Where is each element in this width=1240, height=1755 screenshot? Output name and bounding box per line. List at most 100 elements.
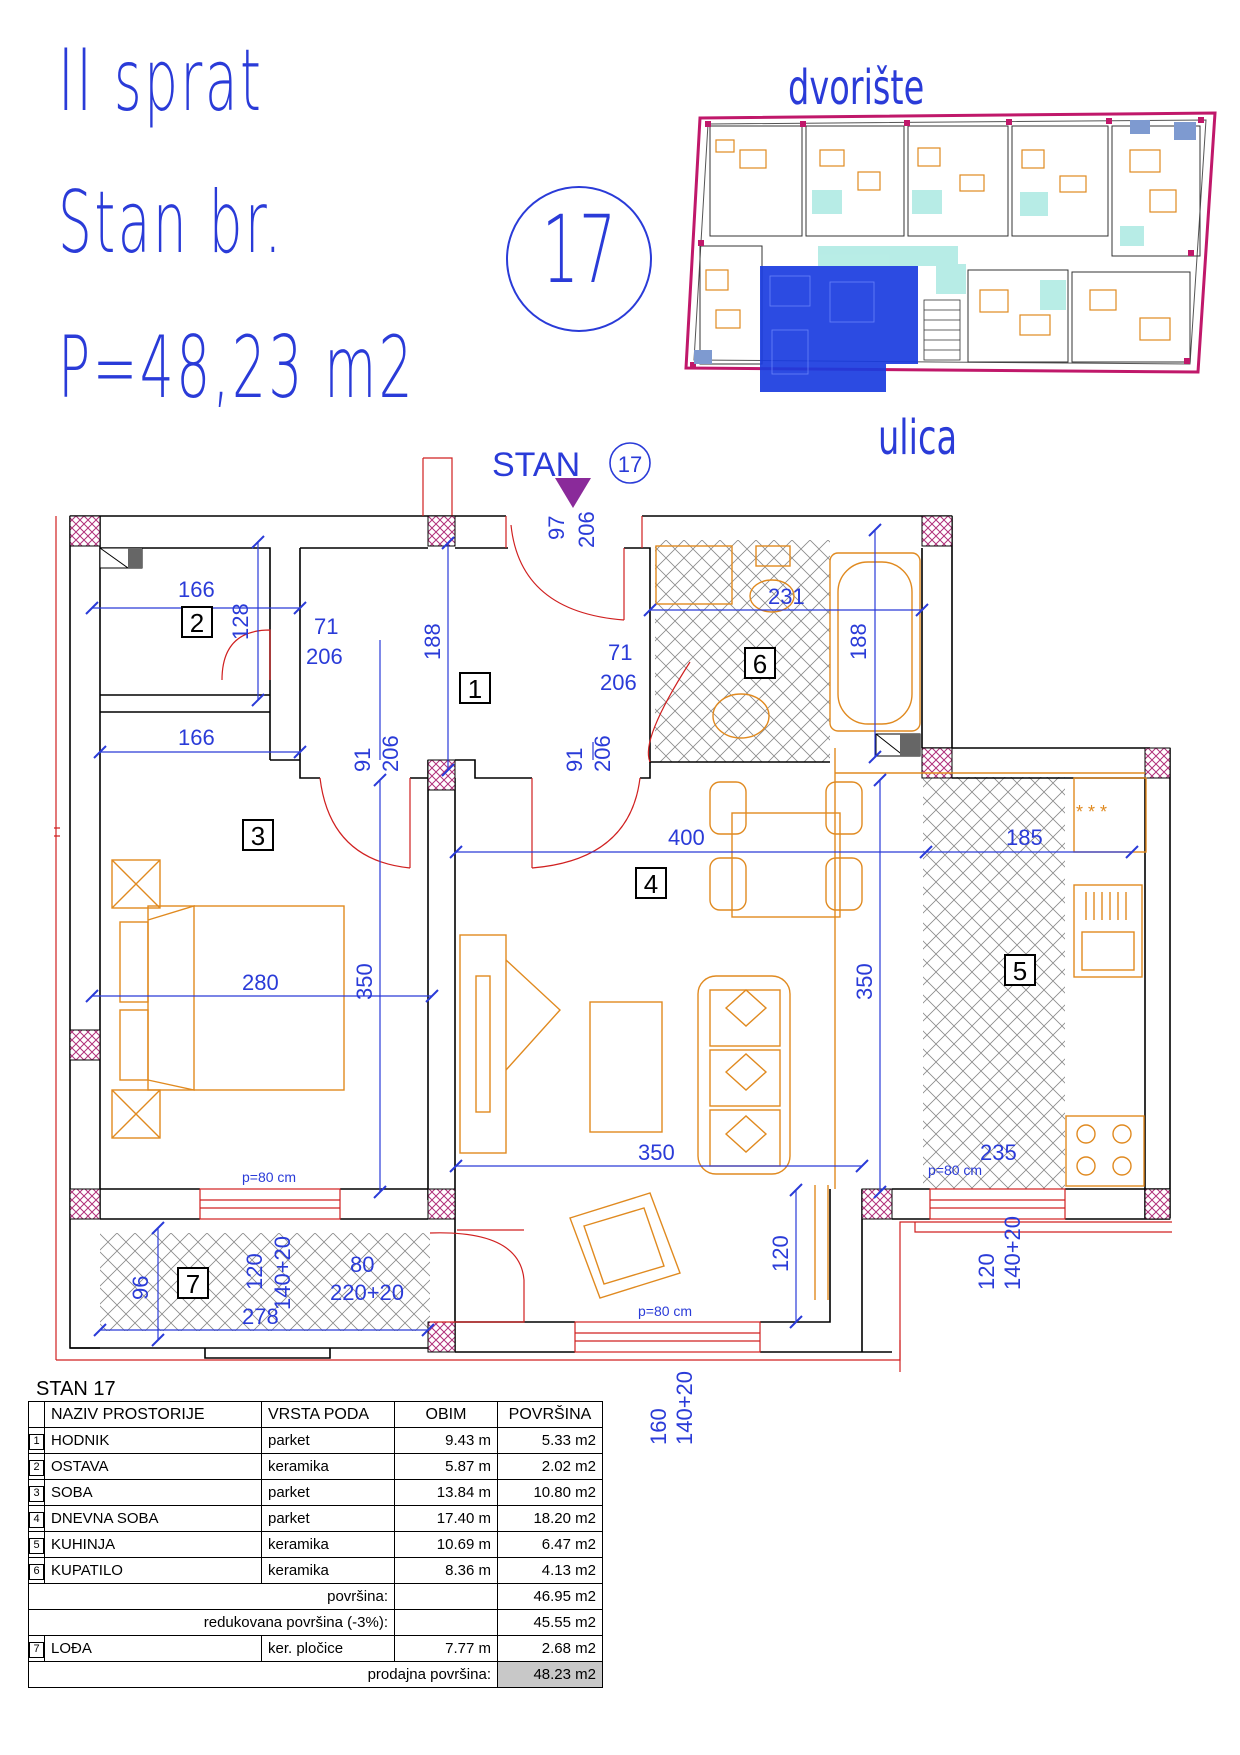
header-floor-type: VRSTA PODA bbox=[261, 1401, 395, 1428]
row-name: DNEVNA SOBA bbox=[44, 1505, 262, 1532]
stan-marker-number: 17 bbox=[618, 452, 642, 477]
room-1-number: 1 bbox=[468, 674, 482, 704]
sale-surface-row: prodajna površina: 48.23 m2 bbox=[28, 1661, 603, 1688]
dim-166b: 166 bbox=[178, 725, 215, 750]
row-number: 1 bbox=[29, 1434, 44, 1450]
dim-160: 160 bbox=[646, 1408, 671, 1445]
floor-title: II sprat bbox=[58, 31, 264, 131]
dim-188b: 188 bbox=[846, 623, 871, 660]
room-5-number: 5 bbox=[1013, 956, 1027, 986]
dim-71b: 71 bbox=[608, 640, 632, 665]
dim-120c: 120 bbox=[974, 1253, 999, 1290]
row-name: HODNIK bbox=[44, 1427, 262, 1454]
row-perimeter: 7.77 m bbox=[394, 1635, 498, 1662]
dim-350a: 350 bbox=[352, 963, 377, 1000]
row-name: LOĐA bbox=[44, 1635, 262, 1662]
dim-400: 400 bbox=[668, 825, 705, 850]
row-perimeter: 8.36 m bbox=[394, 1557, 498, 1584]
window-1-label: p=80 cm bbox=[242, 1169, 296, 1185]
dim-350c: 350 bbox=[638, 1140, 675, 1165]
stan-marker-label: STAN bbox=[492, 446, 580, 484]
sale-surface-label: prodajna površina: bbox=[28, 1661, 498, 1688]
table-row: 5 KUHINJA keramika 10.69 m 6.47 m2 bbox=[28, 1531, 603, 1558]
table-row: 4 DNEVNA SOBA parket 17.40 m 18.20 m2 bbox=[28, 1505, 603, 1532]
sale-surface-value: 48.23 m2 bbox=[497, 1661, 603, 1688]
dim-188a: 188 bbox=[420, 623, 445, 660]
row-floor: keramika bbox=[261, 1531, 395, 1558]
table-row: 3 SOBA parket 13.84 m 10.80 m2 bbox=[28, 1479, 603, 1506]
row-floor: parket bbox=[261, 1479, 395, 1506]
row-perimeter: 13.84 m bbox=[394, 1479, 498, 1506]
row-area: 10.80 m2 bbox=[497, 1479, 603, 1506]
room-3-number: 3 bbox=[251, 821, 265, 851]
dim-278: 278 bbox=[242, 1304, 279, 1329]
row-number: 5 bbox=[29, 1538, 44, 1554]
row-area: 18.20 m2 bbox=[497, 1505, 603, 1532]
loggia-tiles bbox=[100, 1233, 430, 1331]
window-2-label: p=80 cm bbox=[638, 1303, 692, 1319]
surface-value: 46.95 m2 bbox=[497, 1583, 603, 1610]
table-header-row: NAZIV PROSTORIJE VRSTA PODA OBIM POVRŠIN… bbox=[28, 1401, 603, 1428]
kitchen-tiles bbox=[923, 777, 1065, 1189]
apartment-plan: * * * bbox=[54, 442, 1172, 1445]
room-area-table: NAZIV PROSTORIJE VRSTA PODA OBIM POVRŠIN… bbox=[28, 1401, 603, 1688]
site-plan bbox=[684, 111, 1217, 392]
dim-206: 206 bbox=[574, 511, 599, 548]
dim-350b: 350 bbox=[852, 963, 877, 1000]
dim-140-20c: 140+20 bbox=[672, 1371, 697, 1445]
dim-166a: 166 bbox=[178, 577, 215, 602]
row-number: 4 bbox=[29, 1512, 44, 1528]
row-name: OSTAVA bbox=[44, 1453, 262, 1480]
apartment-number: 17 bbox=[541, 196, 617, 305]
row-name: KUPATILO bbox=[44, 1557, 262, 1584]
dim-231: 231 bbox=[768, 584, 805, 609]
dim-91b: 91 bbox=[562, 748, 587, 772]
dim-91a: 91 bbox=[350, 748, 375, 772]
row-floor: ker. pločice bbox=[261, 1635, 395, 1662]
stan-marker-circle bbox=[609, 442, 651, 484]
dim-140-20a: 140+20 bbox=[270, 1236, 295, 1310]
dim-185: 185 bbox=[1006, 825, 1043, 850]
dim-71a: 71 bbox=[314, 614, 338, 639]
dim-235: 235 bbox=[980, 1140, 1017, 1165]
row-floor: parket bbox=[261, 1505, 395, 1532]
dim-280: 280 bbox=[242, 970, 279, 995]
table-row: 6 KUPATILO keramika 8.36 m 4.13 m2 bbox=[28, 1557, 603, 1584]
table-row: 1 HODNIK parket 9.43 m 5.33 m2 bbox=[28, 1427, 603, 1454]
surface-label: površina: bbox=[28, 1583, 395, 1610]
row-name: SOBA bbox=[44, 1479, 262, 1506]
row-area: 6.47 m2 bbox=[497, 1531, 603, 1558]
dim-96: 96 bbox=[128, 1276, 153, 1300]
row-area: 2.02 m2 bbox=[497, 1453, 603, 1480]
table-row: 2 OSTAVA keramika 5.87 m 2.02 m2 bbox=[28, 1453, 603, 1480]
room-7-number: 7 bbox=[186, 1269, 200, 1299]
room-4-number: 4 bbox=[644, 869, 658, 899]
site-bottom-label: ulica bbox=[878, 410, 958, 466]
row-area: 5.33 m2 bbox=[497, 1427, 603, 1454]
row-perimeter: 10.69 m bbox=[394, 1531, 498, 1558]
row-floor: keramika bbox=[261, 1453, 395, 1480]
dim-128: 128 bbox=[228, 603, 253, 640]
area-label: P=48,23 m2 bbox=[58, 318, 416, 418]
dim-120b: 120 bbox=[768, 1235, 793, 1272]
dim-80: 80 bbox=[350, 1252, 374, 1277]
room-2-number: 2 bbox=[190, 608, 204, 638]
dim-206c: 206 bbox=[378, 735, 403, 772]
apartment-label: Stan br. bbox=[58, 173, 284, 273]
surface-row: površina: 46.95 m2 bbox=[28, 1583, 603, 1610]
header-perimeter: OBIM bbox=[394, 1401, 498, 1428]
table-title: STAN 17 bbox=[36, 1378, 116, 1400]
row-number: 3 bbox=[29, 1486, 44, 1502]
row-area: 4.13 m2 bbox=[497, 1557, 603, 1584]
site-top-label: dvorište bbox=[788, 60, 925, 116]
header-area: POVRŠINA bbox=[497, 1401, 603, 1428]
dim-220-20: 220+20 bbox=[330, 1280, 404, 1305]
row-area: 2.68 m2 bbox=[497, 1635, 603, 1662]
row-floor: parket bbox=[261, 1427, 395, 1454]
row-floor: keramika bbox=[261, 1557, 395, 1584]
dim-97: 97 bbox=[544, 516, 569, 540]
row-number: 7 bbox=[29, 1642, 44, 1658]
apartment-number-badge: 17 bbox=[506, 186, 652, 332]
loggia-row: 7 LOĐA ker. pločice 7.77 m 2.68 m2 bbox=[28, 1635, 603, 1662]
